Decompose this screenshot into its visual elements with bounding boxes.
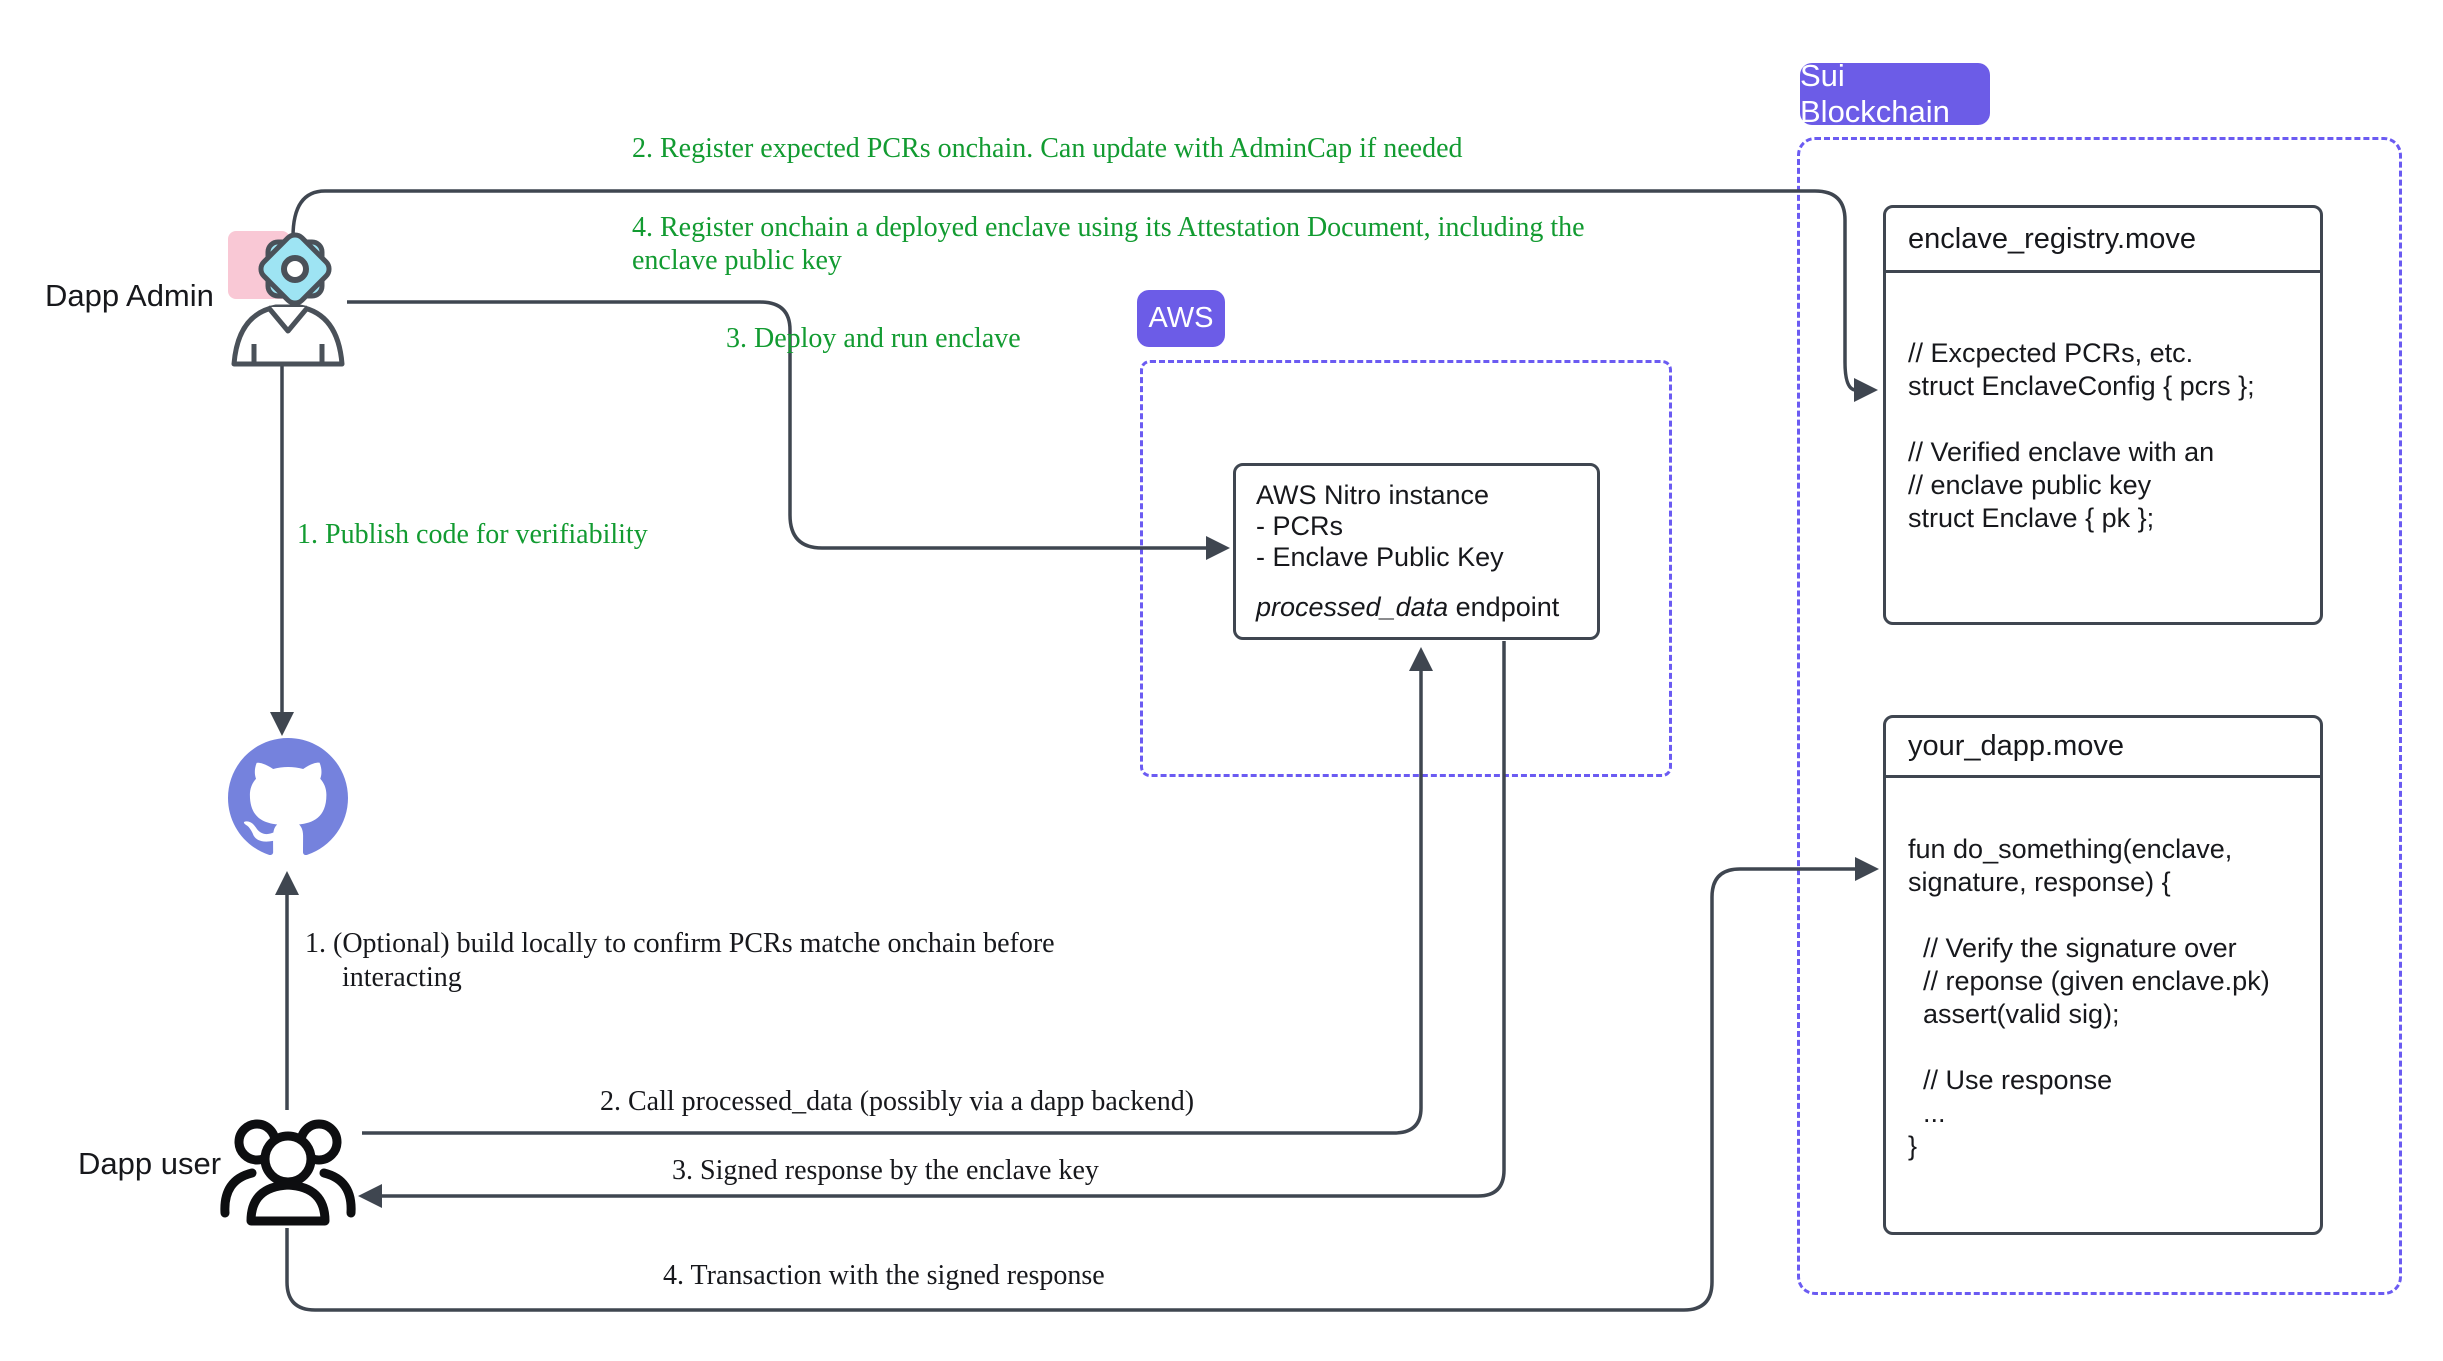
dapp-user-label: Dapp user: [78, 1146, 222, 1181]
endpoint-name: processed_data: [1256, 592, 1449, 622]
nitro-item-public-key: - Enclave Public Key: [1256, 542, 1504, 572]
code-line: [1908, 403, 2298, 436]
code-line: [1908, 1031, 2298, 1064]
arrow-deploy-enclave-line: [347, 300, 1208, 550]
note-build-locally-line1: 1. (Optional) build locally to confirm P…: [305, 928, 1055, 959]
arrowhead-user-build: [275, 871, 299, 895]
dapp-user-icon: [220, 1119, 356, 1226]
arrowhead-deploy-enclave: [1206, 536, 1230, 560]
arrowhead-call-endpoint: [1409, 647, 1433, 671]
dapp-admin-label: Dapp Admin: [45, 278, 214, 313]
code-line: // Verify the signature over: [1908, 933, 2237, 963]
note-signed-response: 3. Signed response by the enclave key: [672, 1155, 1099, 1186]
arrow-register-pcrs-line: [291, 189, 1857, 392]
aws-nitro-instance-box: AWS Nitro instance - PCRs - Enclave Publ…: [1233, 463, 1600, 640]
code-line: // enclave public key: [1908, 470, 2152, 500]
note-register-pcrs: 2. Register expected PCRs onchain. Can u…: [632, 133, 1463, 164]
code-line: // Verified enclave with an: [1908, 437, 2215, 467]
endpoint-suffix: endpoint: [1448, 592, 1560, 622]
arrow-call-endpoint-line: [362, 669, 1423, 1135]
code-line: assert(valid sig);: [1908, 999, 2120, 1029]
admin-collar: [266, 305, 310, 334]
code-line: fun do_something(enclave,: [1908, 834, 2233, 864]
code-line: struct Enclave { pk };: [1908, 503, 2155, 533]
gear-icon: [258, 232, 332, 306]
enclave-registry-code: // Excpected PCRs, etc. struct EnclaveCo…: [1886, 273, 2320, 535]
arrow-signed-response-line: [380, 641, 1506, 1198]
nitro-endpoint: processed_data endpoint: [1256, 592, 1577, 623]
code-line: // Use response: [1908, 1065, 2113, 1095]
code-line: // reponse (given enclave.pk): [1908, 966, 2270, 996]
aws-badge: AWS: [1137, 290, 1225, 347]
code-line: // Excpected PCRs, etc.: [1908, 338, 2194, 368]
code-line: }: [1908, 1131, 1918, 1161]
arrowhead-publish-code: [270, 712, 294, 736]
your-dapp-box: your_dapp.move fun do_something(enclave,…: [1883, 715, 2323, 1235]
note-register-enclave-line1: 4. Register onchain a deployed enclave u…: [632, 212, 1585, 243]
arrowhead-register-pcrs: [1854, 378, 1878, 402]
sui-blockchain-dashed-region: [1797, 137, 2402, 1295]
dapp-admin-icon: [228, 231, 345, 367]
github-icon: [228, 738, 348, 856]
your-dapp-code: fun do_something(enclave, signature, res…: [1886, 778, 2320, 1163]
arrow-transaction-line: [285, 867, 1857, 1312]
code-line: [1908, 899, 2298, 932]
note-transaction: 4. Transaction with the signed response: [663, 1260, 1105, 1291]
note-call-processed-data: 2. Call processed_data (possibly via a d…: [600, 1086, 1195, 1117]
nitro-title: AWS Nitro instance: [1256, 480, 1490, 510]
nitro-item-pcrs: - PCRs: [1256, 511, 1343, 541]
aws-dashed-region: [1140, 360, 1672, 777]
note-deploy-enclave: 3. Deploy and run enclave: [726, 323, 1021, 354]
note-build-locally-line2: interacting: [342, 962, 462, 993]
code-line: signature, response) {: [1908, 867, 2171, 897]
arrowhead-signed-response: [358, 1184, 382, 1208]
code-line: ...: [1908, 1098, 1946, 1128]
enclave-registry-box: enclave_registry.move // Excpected PCRs,…: [1883, 205, 2323, 625]
your-dapp-title: your_dapp.move: [1886, 718, 2320, 778]
sui-blockchain-badge: Sui Blockchain: [1800, 58, 1990, 129]
note-register-enclave-line2: enclave public key: [632, 245, 842, 276]
enclave-registry-title: enclave_registry.move: [1886, 208, 2320, 273]
code-line: struct EnclaveConfig { pcrs };: [1908, 371, 2255, 401]
arrowhead-transaction: [1855, 857, 1879, 881]
note-publish-code: 1. Publish code for verifiability: [297, 519, 648, 550]
